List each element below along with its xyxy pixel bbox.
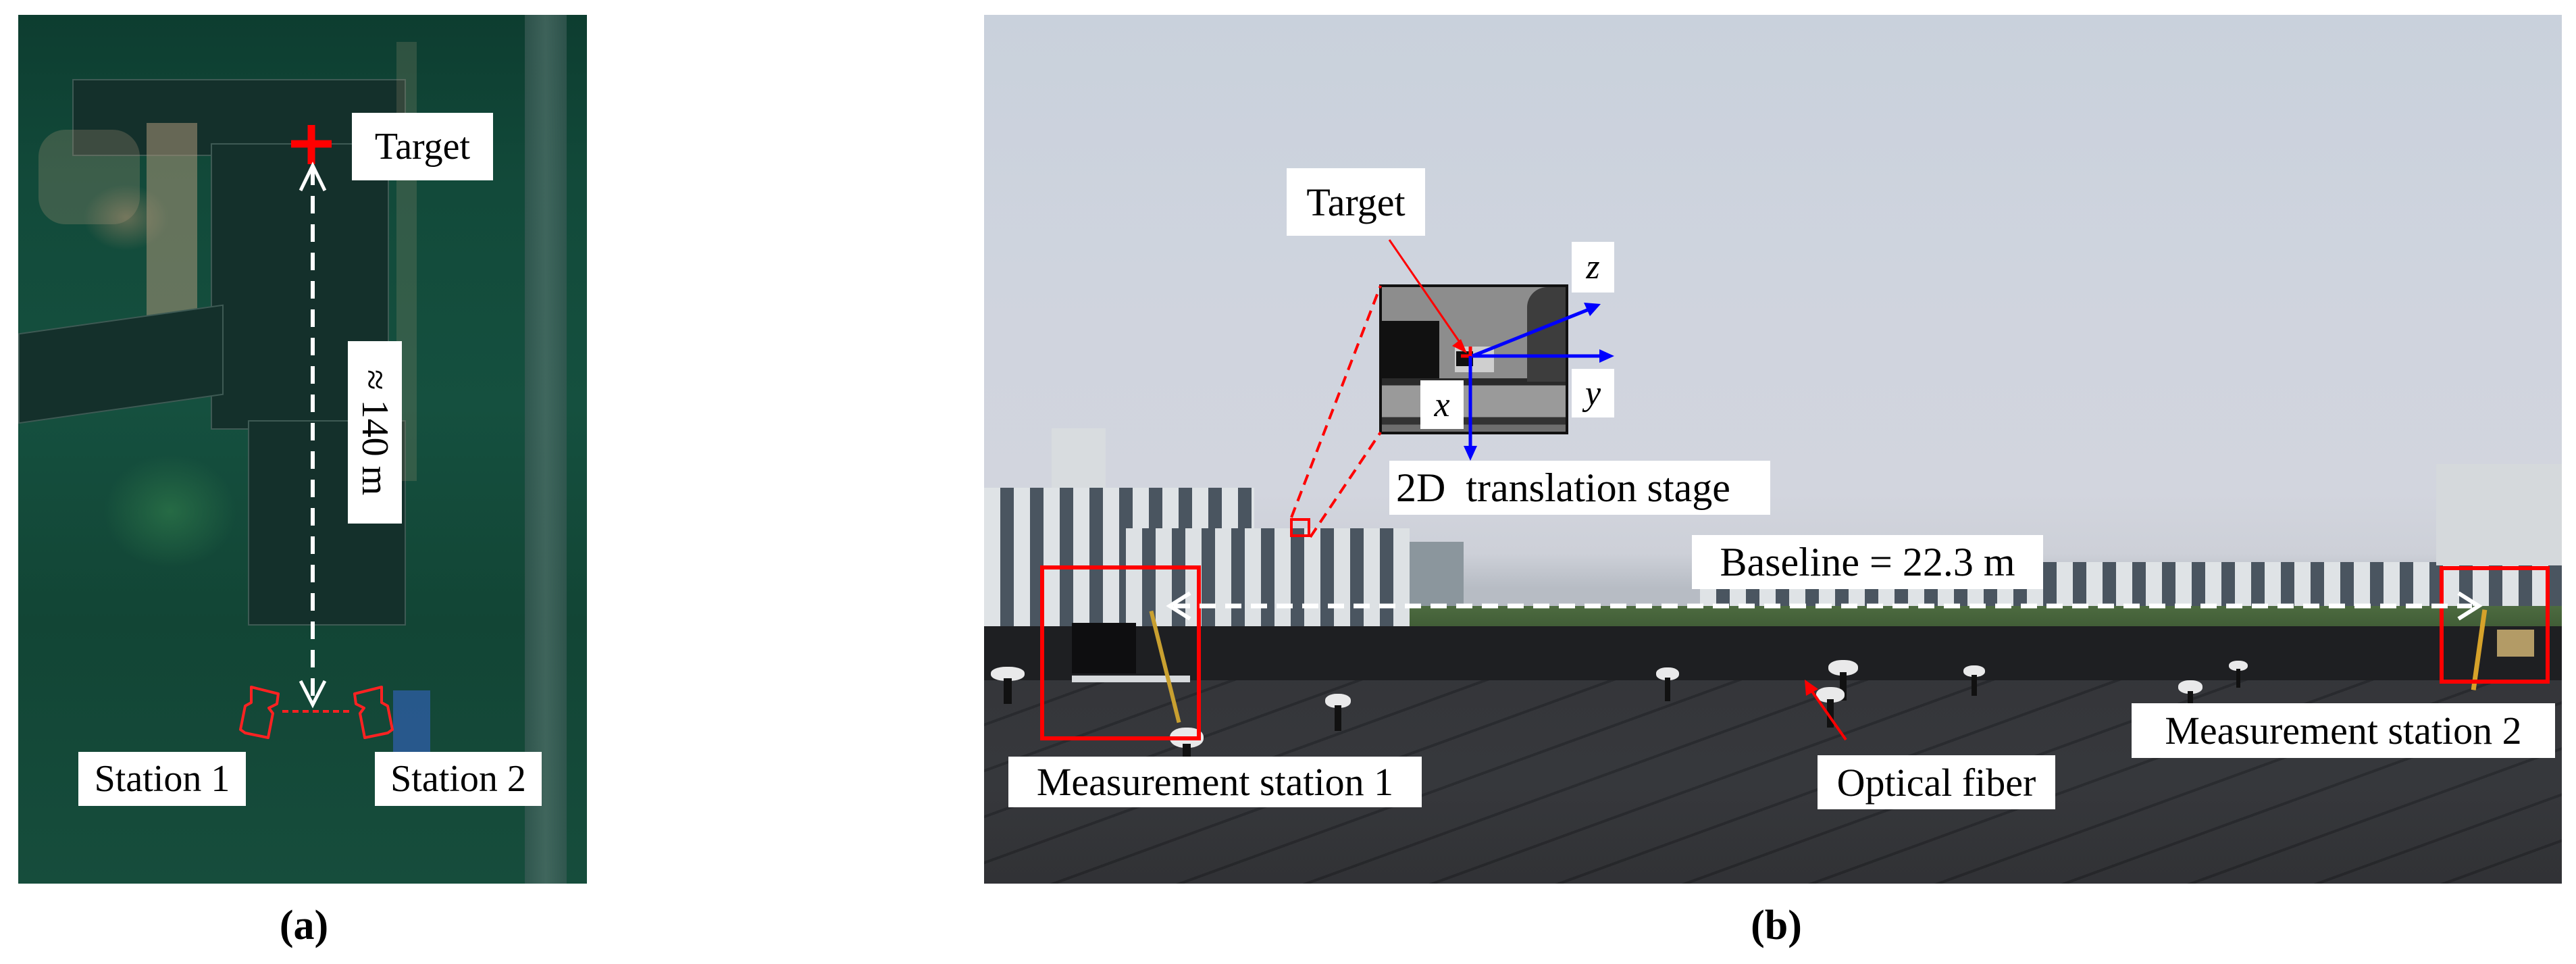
target-location-box: [1290, 518, 1310, 537]
pool: [393, 690, 430, 755]
distance-double-arrow-icon: [299, 161, 327, 709]
z-axis-arrow: [1472, 305, 1595, 358]
panel-b-fiber-label: Optical fiber: [1818, 755, 2055, 809]
axis-arrows-icon: [1464, 303, 1614, 461]
station2-label-text: Measurement station 2: [2165, 709, 2522, 753]
roof-vent: [1656, 667, 1679, 701]
inset-person: [1527, 287, 1566, 382]
station-2-icon: [353, 686, 394, 739]
panel-b-baseline-label: Baseline = 22.3 m: [1692, 535, 2043, 589]
fiber-pointer-arrow-icon: [1805, 680, 1847, 741]
target-label-text: Target: [374, 126, 471, 168]
inset-connector-lines: [1290, 285, 1382, 538]
roof-vent: [1816, 687, 1845, 728]
building-left-tower: [1052, 428, 1106, 496]
panel-a-station1-label: Station 1: [78, 752, 246, 806]
station-1-icon: [239, 686, 280, 739]
panel-b-target-label: Target: [1287, 168, 1425, 236]
caption-a-text: (a): [279, 903, 329, 948]
panel-a-station2-label: Station 2: [375, 752, 542, 806]
panel-a-target-label: Target: [352, 113, 493, 180]
station-2-box: [2440, 566, 2550, 684]
station-1-box: [1040, 565, 1201, 740]
y-axis-label: y: [1572, 369, 1614, 417]
station-2-box: [2497, 630, 2534, 657]
caption-b: (b): [1709, 902, 1844, 950]
x-axis-label-text: x: [1434, 385, 1450, 424]
panel-b-station1-label: Measurement station 1: [1008, 757, 1422, 807]
target-cross-icon: [291, 125, 332, 164]
roof-vent: [1828, 660, 1858, 701]
caption-a: (a): [236, 902, 371, 950]
station-1-table: [1072, 676, 1190, 682]
building-right-tower: [2436, 464, 2562, 565]
z-axis-label-text: z: [1586, 248, 1600, 286]
target-label-text: Target: [1306, 180, 1406, 224]
roof-vent: [2178, 680, 2203, 715]
station1-label-text: Measurement station 1: [1036, 760, 1394, 804]
y-axis-label-text: y: [1585, 374, 1601, 413]
x-axis-label: x: [1420, 380, 1464, 429]
stage-label-text: 2D translation stage: [1396, 465, 1730, 510]
baseline-double-arrow-icon: [1166, 591, 2483, 621]
z-axis-label: z: [1572, 242, 1614, 293]
fiber-label-text: Optical fiber: [1836, 760, 2036, 805]
roof-vent: [1325, 694, 1351, 731]
inset-dark-block: [1382, 321, 1439, 378]
roof-vent: [991, 667, 1025, 704]
panel-b-station2-label: Measurement station 2: [2132, 703, 2555, 758]
panel-a-distance-label: ≈ 140 m: [348, 341, 402, 524]
station1-label-text: Station 1: [94, 758, 230, 800]
road: [525, 15, 567, 884]
target-pointer-arrow-icon: [1388, 239, 1467, 353]
inset-zoom-view: [1379, 284, 1568, 434]
panel-b-stage-label: 2D translation stage: [1389, 461, 1770, 515]
station-1-monitor: [1072, 623, 1136, 674]
path: [38, 130, 140, 224]
caption-b-text: (b): [1751, 903, 1802, 948]
roof-vent: [2229, 661, 2248, 688]
baseline-label-text: Baseline = 22.3 m: [1720, 539, 2015, 584]
roof-vent: [1963, 665, 1985, 696]
station2-label-text: Station 2: [390, 758, 526, 800]
